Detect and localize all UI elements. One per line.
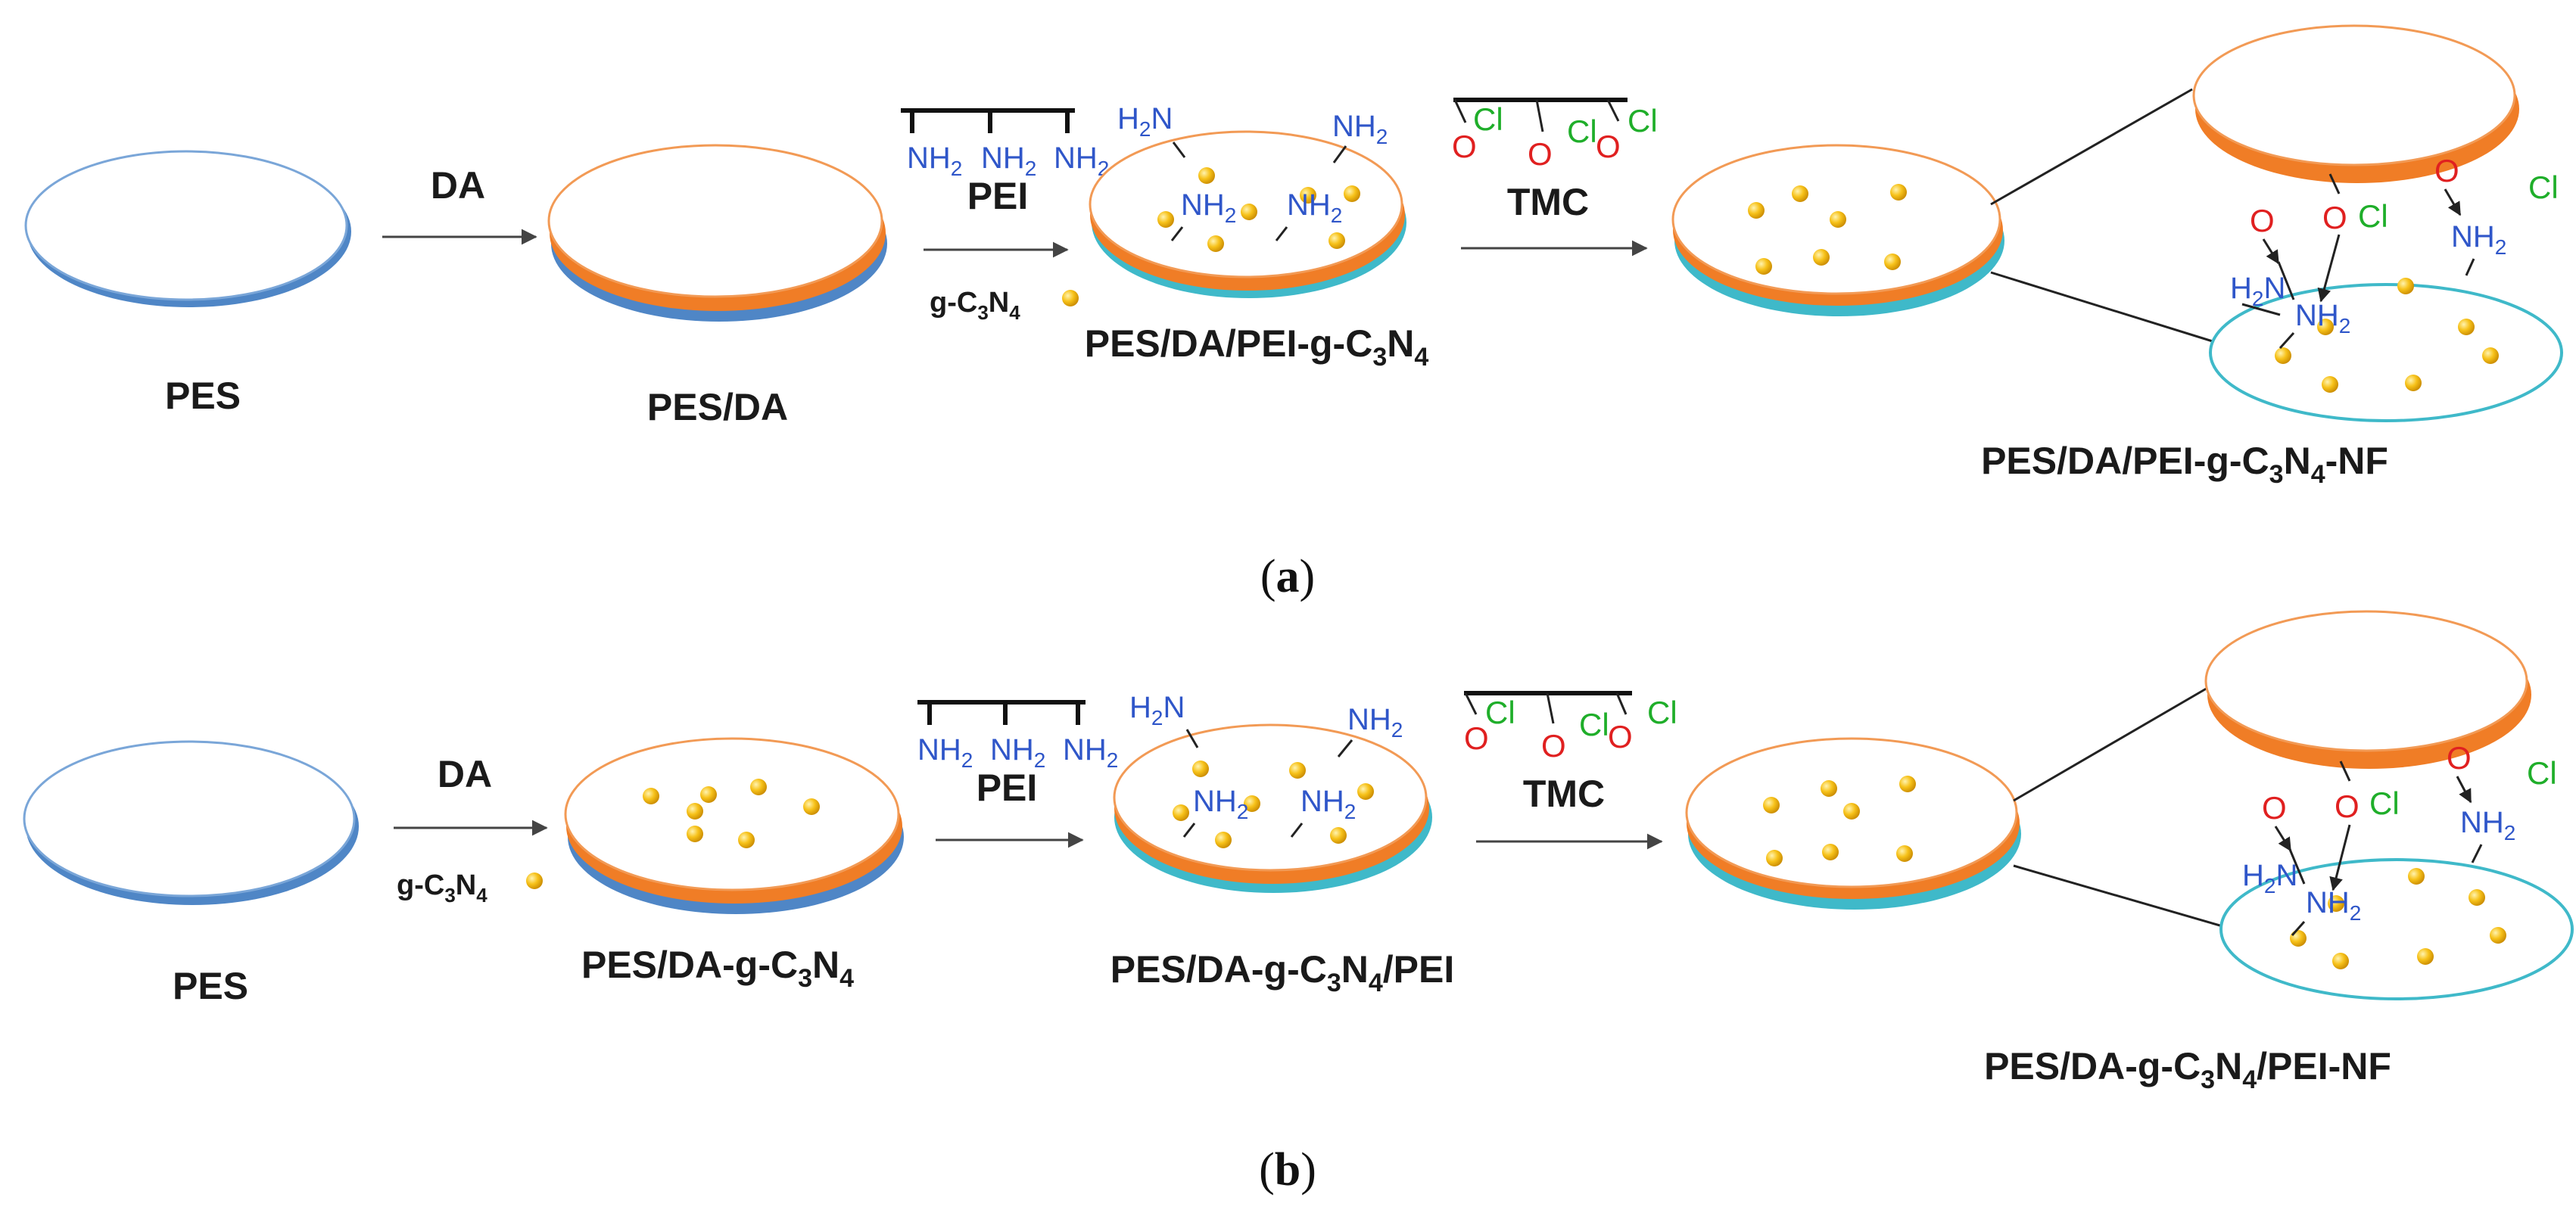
svg-text:O: O <box>2262 790 2287 826</box>
svg-text:NH2: NH2 <box>1332 110 1388 148</box>
pes-membrane-b <box>23 740 359 905</box>
svg-text:Cl: Cl <box>1579 707 1609 742</box>
svg-text:O: O <box>1596 129 1621 164</box>
svg-text:Cl: Cl <box>2369 785 2400 821</box>
zoom-line-bottom-b <box>2013 864 2223 928</box>
arrow-label-tmc-a: TMC <box>1507 181 1589 223</box>
svg-text:Cl: Cl <box>1567 114 1597 149</box>
gc3n4-particle-legend-b <box>526 873 543 889</box>
label-final-a: PES/DA/PEI-g-C3N4-NF <box>1981 440 2388 489</box>
caption-a: (a) <box>1260 551 1315 602</box>
label-pes-da-pei-gc3n4-a: PES/DA/PEI-g-C3N4 <box>1085 322 1429 372</box>
svg-text:Cl: Cl <box>2358 198 2388 234</box>
label-pes-b: PES <box>173 965 248 1007</box>
svg-text:Cl: Cl <box>1473 101 1503 137</box>
label-pes-da-gc3n4-pei-b: PES/DA-g-C3N4/PEI <box>1110 948 1455 997</box>
svg-text:O: O <box>2434 153 2459 188</box>
svg-text:NH2: NH2 <box>1063 733 1118 772</box>
tmc-structure-b: O Cl O Cl O Cl <box>1464 691 1677 764</box>
svg-text:NH2: NH2 <box>917 733 973 772</box>
pei-structure-b: NH2 NH2 NH2 <box>917 700 1118 772</box>
arrow-label-gc3n4-b: g-C3N4 <box>397 869 487 907</box>
svg-text:Cl: Cl <box>1647 695 1677 730</box>
svg-text:H2N: H2N <box>1129 691 1185 729</box>
svg-text:NH2: NH2 <box>1181 188 1236 227</box>
pes-da-membrane-a <box>547 144 887 322</box>
svg-text:H2N: H2N <box>2242 859 2297 897</box>
pes-da-gc3n4-pei-nf-membrane-b <box>1685 737 2021 910</box>
svg-text:NH2: NH2 <box>1193 785 1248 823</box>
svg-text:Cl: Cl <box>1485 695 1515 730</box>
svg-text:O: O <box>1464 720 1489 756</box>
panel-a: PES DA PES/DA NH2 NH2 NH2 PEI g-C3N4 <box>24 24 2563 602</box>
svg-text:O: O <box>1452 129 1477 164</box>
svg-text:NH2: NH2 <box>2295 299 2350 337</box>
svg-text:Cl: Cl <box>2528 170 2559 205</box>
svg-text:H2N: H2N <box>1117 102 1173 141</box>
panel-b: PES DA g-C3N4 PES/DA-g-C3N4 NH2 NH2 <box>23 610 2574 1196</box>
svg-text:O: O <box>2250 203 2275 238</box>
pes-da-gc3n4-membrane-b <box>564 737 904 914</box>
pes-membrane-a <box>24 150 351 307</box>
label-pes-da-gc3n4-b: PES/DA-g-C3N4 <box>581 944 854 993</box>
pes-da-gc3n4-pei-membrane-b: H2N NH2 NH2 NH2 <box>1113 691 1432 893</box>
svg-text:NH2: NH2 <box>1287 188 1342 227</box>
gc3n4-particle-legend-a <box>1062 290 1079 306</box>
zoom-line-top-b <box>2013 686 2210 802</box>
label-pes-a: PES <box>165 375 241 417</box>
svg-text:NH2: NH2 <box>1300 785 1356 823</box>
arrow-label-da-a: DA <box>431 164 485 207</box>
arrow-label-pei-a: PEI <box>967 175 1029 217</box>
zoom-line-top-a <box>1990 88 2193 206</box>
svg-text:NH2: NH2 <box>981 142 1036 180</box>
svg-text:NH2: NH2 <box>907 142 962 180</box>
svg-text:NH2: NH2 <box>2460 806 2515 845</box>
arrow-label-pei-b: PEI <box>977 767 1038 809</box>
zoom-line-bottom-a <box>1990 271 2216 344</box>
svg-text:O: O <box>2447 740 2472 776</box>
tmc-structure-a: O Cl O Cl O Cl <box>1452 98 1658 172</box>
svg-text:O: O <box>1528 136 1553 172</box>
arrow-label-gc3n4-a: g-C3N4 <box>930 287 1020 324</box>
svg-text:NH2: NH2 <box>1347 703 1403 742</box>
svg-text:H2N: H2N <box>2230 272 2285 310</box>
caption-b: (b) <box>1259 1144 1316 1196</box>
svg-text:NH2: NH2 <box>2451 220 2506 259</box>
svg-text:O: O <box>2322 200 2347 235</box>
label-pes-da-a: PES/DA <box>647 386 788 428</box>
svg-text:NH2: NH2 <box>1054 142 1109 180</box>
svg-text:O: O <box>1541 728 1566 764</box>
pei-structure-a: NH2 NH2 NH2 <box>901 108 1109 180</box>
zoom-detail-a: Cl O H2N O Cl NH2 O NH2 <box>2192 24 2563 422</box>
svg-text:O: O <box>2335 789 2360 824</box>
arrow-label-tmc-b: TMC <box>1523 773 1605 815</box>
svg-text:Cl: Cl <box>2527 755 2557 791</box>
pes-da-pei-gc3n4-nf-membrane-a <box>1671 144 2004 316</box>
label-final-b: PES/DA-g-C3N4/PEI-NF <box>1984 1045 2391 1094</box>
pes-da-pei-gc3n4-membrane-a: H2N NH2 NH2 NH2 <box>1089 102 1406 298</box>
arrow-label-da-b: DA <box>438 753 492 795</box>
svg-text:O: O <box>1608 719 1633 754</box>
zoom-detail-b: Cl O H2N O Cl NH2 O NH2 <box>2204 610 2574 1000</box>
svg-text:NH2: NH2 <box>990 733 1045 772</box>
svg-text:NH2: NH2 <box>2306 886 2361 925</box>
svg-text:Cl: Cl <box>1628 103 1658 138</box>
